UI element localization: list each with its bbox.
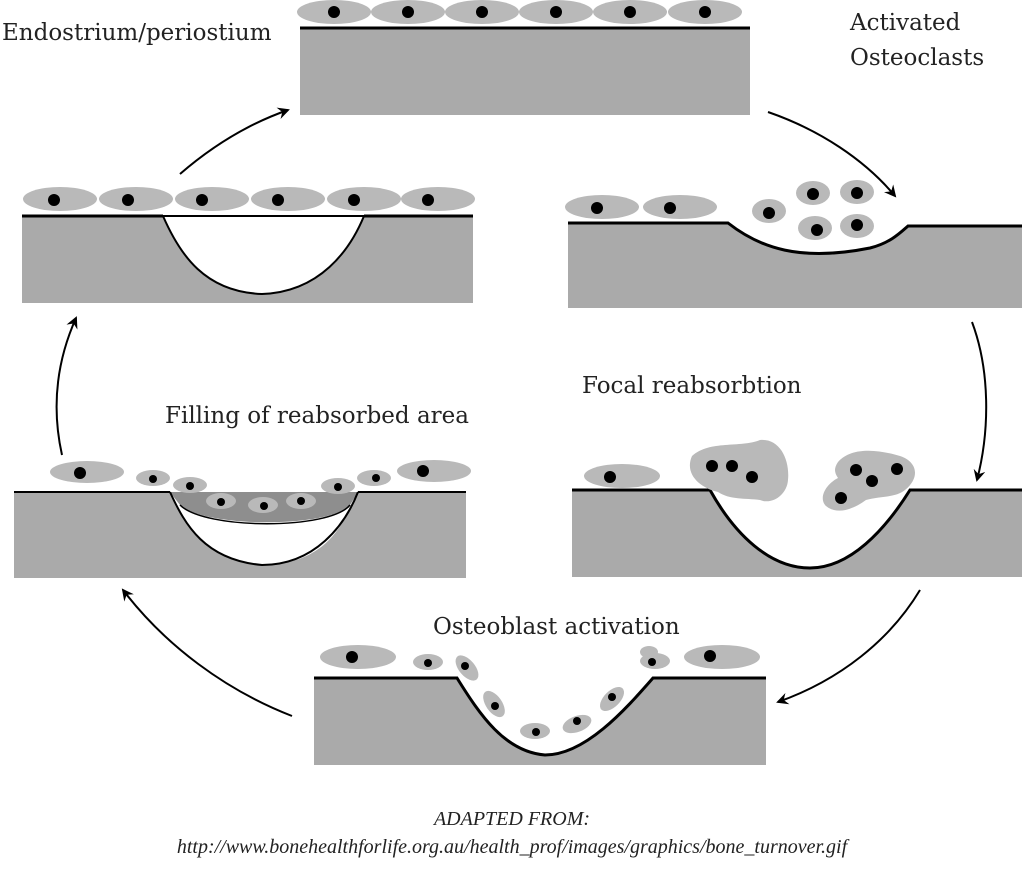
nucleus bbox=[648, 658, 656, 666]
label-focal-reabsorption: Focal reabsorbtion bbox=[582, 373, 802, 399]
nucleus bbox=[476, 6, 488, 18]
arrow-filling-to-remodeled bbox=[55, 316, 78, 456]
nucleus bbox=[149, 475, 157, 483]
bone-block bbox=[572, 490, 1022, 577]
nucleus bbox=[664, 202, 676, 214]
cavity-open bbox=[180, 505, 350, 565]
arrow-resting-to-activated bbox=[767, 111, 897, 198]
panel-filling bbox=[14, 460, 471, 578]
nucleus bbox=[424, 659, 432, 667]
osteoblast-cells bbox=[413, 646, 670, 739]
arrow-osteoblast-to-filling bbox=[121, 588, 293, 717]
nucleus bbox=[491, 702, 499, 710]
panel-remodeled bbox=[22, 187, 475, 303]
panel-focal-reabsorption bbox=[572, 439, 1022, 577]
nucleus bbox=[372, 474, 380, 482]
osteoblast bbox=[640, 646, 658, 658]
nucleus bbox=[746, 471, 758, 483]
nucleus bbox=[811, 224, 823, 236]
nucleus bbox=[346, 651, 358, 663]
nucleus bbox=[260, 502, 268, 510]
label-activated-line1: Activated bbox=[850, 10, 961, 36]
nucleus bbox=[835, 492, 847, 504]
lining-cells bbox=[23, 187, 475, 211]
nucleus bbox=[726, 460, 738, 472]
nucleus bbox=[851, 187, 863, 199]
osteoclast-cells bbox=[752, 180, 874, 240]
new-bone-outline bbox=[179, 504, 351, 525]
lining-cell bbox=[643, 195, 717, 219]
nucleus bbox=[624, 6, 636, 18]
panel-activated-osteoclasts bbox=[565, 180, 1022, 308]
lining-cell bbox=[99, 187, 173, 211]
nucleus bbox=[550, 6, 562, 18]
lining-cell bbox=[175, 187, 249, 211]
bone-surface-line bbox=[314, 676, 766, 757]
nucleus bbox=[422, 194, 434, 206]
nucleus bbox=[122, 194, 134, 206]
nucleus bbox=[417, 465, 429, 477]
lining-cell bbox=[684, 645, 760, 669]
nucleus bbox=[272, 194, 284, 206]
bone-surface-line bbox=[572, 488, 1022, 570]
lining-cells bbox=[297, 0, 742, 24]
nucleus bbox=[217, 498, 225, 506]
bone-block bbox=[300, 28, 750, 115]
nucleus bbox=[328, 6, 340, 18]
panel-osteoblast-activation bbox=[314, 645, 766, 765]
label-osteoblast-activation: Osteoblast activation bbox=[433, 614, 680, 640]
cycle-arrows bbox=[55, 107, 988, 717]
source-url: http://www.bonehealthforlife.org.au/heal… bbox=[176, 836, 848, 858]
source-heading: ADAPTED FROM: bbox=[433, 808, 591, 830]
nucleus bbox=[608, 693, 616, 701]
arrow-activated-to-focal bbox=[971, 321, 988, 482]
lining-cell bbox=[23, 187, 97, 211]
nucleus bbox=[74, 467, 86, 479]
nucleus bbox=[699, 6, 711, 18]
lining-cell bbox=[251, 187, 325, 211]
nucleus bbox=[573, 717, 581, 725]
label-activated-line2: Osteoclasts bbox=[850, 45, 985, 71]
nucleus bbox=[348, 194, 360, 206]
nucleus bbox=[851, 219, 863, 231]
remodeled-area bbox=[161, 215, 366, 296]
nucleus bbox=[196, 194, 208, 206]
lining-cell bbox=[584, 464, 660, 488]
lining-cell bbox=[401, 187, 475, 211]
bone-block bbox=[22, 216, 473, 303]
nucleus bbox=[850, 464, 862, 476]
nucleus bbox=[48, 194, 60, 206]
nucleus bbox=[706, 460, 718, 472]
osteoblast-cells bbox=[136, 470, 391, 513]
nucleus bbox=[297, 497, 305, 505]
osteoclast-large-left bbox=[689, 439, 789, 502]
lining-cell bbox=[50, 461, 124, 483]
panel-resting-surface bbox=[297, 0, 750, 115]
bone-block bbox=[14, 492, 466, 578]
lining-cell bbox=[327, 187, 401, 211]
lining-cell bbox=[397, 460, 471, 482]
nucleus bbox=[763, 207, 775, 219]
nucleus bbox=[807, 188, 819, 200]
bone-block bbox=[568, 223, 1022, 308]
label-resting-surface: Endostrium/periostium bbox=[2, 20, 272, 46]
arrow-remodeled-to-resting bbox=[179, 107, 290, 175]
label-filling: Filling of reabsorbed area bbox=[165, 403, 469, 429]
nucleus bbox=[334, 483, 342, 491]
nucleus bbox=[186, 482, 194, 490]
nucleus bbox=[704, 650, 716, 662]
cavity-outline bbox=[169, 491, 359, 567]
nucleus bbox=[402, 6, 414, 18]
nucleus bbox=[591, 202, 603, 214]
nucleus bbox=[604, 471, 616, 483]
nucleus bbox=[891, 463, 903, 475]
bone-block bbox=[314, 678, 766, 765]
bone-surface-line bbox=[568, 221, 1022, 255]
nucleus bbox=[532, 728, 540, 736]
nucleus bbox=[866, 475, 878, 487]
arrow-focal-to-osteoblast bbox=[776, 589, 921, 705]
nucleus bbox=[461, 662, 469, 670]
